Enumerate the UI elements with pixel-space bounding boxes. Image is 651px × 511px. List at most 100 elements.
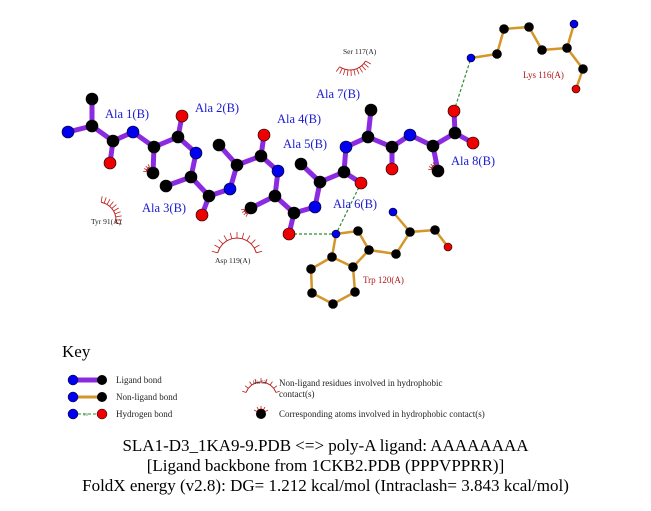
atom-C bbox=[294, 157, 308, 171]
atom-N bbox=[403, 128, 417, 142]
atom-C bbox=[146, 166, 160, 180]
atom-N bbox=[331, 229, 341, 239]
atom-C bbox=[578, 64, 588, 74]
lash bbox=[253, 409, 257, 412]
lash bbox=[100, 196, 103, 203]
atom-C bbox=[147, 140, 161, 154]
atom-O bbox=[443, 242, 453, 252]
atom-C bbox=[537, 45, 547, 55]
atom-C bbox=[171, 130, 185, 144]
atom-N bbox=[339, 140, 353, 154]
atom-C bbox=[431, 164, 445, 178]
arc bbox=[430, 164, 435, 170]
atom-C bbox=[159, 179, 173, 193]
key-ligand-bond: Ligand bond bbox=[116, 375, 162, 385]
lash bbox=[218, 239, 224, 245]
residue-label-ala4: Ala 4(B) bbox=[277, 112, 321, 126]
footer-line3: FoldX energy (v2.8): DG= 1.212 kcal/mol … bbox=[82, 476, 569, 495]
atom-O bbox=[175, 109, 189, 123]
residue-label-ala3: Ala 3(B) bbox=[142, 201, 186, 215]
arc bbox=[339, 60, 366, 71]
residue-label-asp119: Asp 119(A) bbox=[215, 256, 251, 265]
hydrophobic-arc-ser117 bbox=[335, 60, 371, 76]
atom-N bbox=[189, 146, 203, 160]
atom-C bbox=[499, 24, 509, 34]
atom-C bbox=[353, 226, 363, 236]
atom-C bbox=[492, 49, 502, 59]
residue-label-ala1: Ala 1(B) bbox=[105, 107, 149, 121]
atom-C bbox=[364, 245, 374, 255]
arc bbox=[245, 381, 277, 393]
atom-C bbox=[85, 92, 99, 106]
lash bbox=[241, 232, 245, 239]
atom-C bbox=[230, 158, 244, 172]
residue-label-ala5: Ala 5(B) bbox=[283, 137, 327, 151]
atom-C bbox=[212, 138, 226, 152]
footer: SLA1-D3_1KA9-9.PDB <=> poly-A ligand: AA… bbox=[0, 436, 651, 496]
residue-label-ser117: Ser 117(A) bbox=[343, 47, 377, 56]
lash bbox=[335, 66, 341, 72]
lash bbox=[254, 378, 257, 383]
arc bbox=[145, 166, 150, 172]
lash bbox=[246, 235, 251, 241]
hydrophobic-arc-tyr91 bbox=[100, 196, 122, 225]
key-hydrogen-bond: Hydrogen bond bbox=[116, 409, 173, 419]
atom-C bbox=[364, 103, 378, 117]
key-corresponding-atoms: Corresponding atoms involved in hydropho… bbox=[279, 409, 485, 419]
lash bbox=[265, 378, 268, 383]
key-hydrophobic-arc bbox=[242, 378, 280, 393]
residue-label-tyr91: Tyr 91(A) bbox=[91, 217, 122, 226]
atom-C bbox=[405, 227, 415, 237]
lash bbox=[113, 207, 119, 212]
key-title: Key bbox=[62, 342, 91, 361]
atom-C bbox=[313, 175, 327, 189]
lash bbox=[359, 67, 363, 73]
atom-C bbox=[327, 252, 337, 262]
residue-label-ala7: Ala 7(B) bbox=[316, 87, 360, 101]
lash bbox=[214, 244, 220, 249]
atom-N bbox=[466, 53, 476, 63]
atom-C bbox=[448, 126, 462, 140]
arc bbox=[217, 237, 257, 254]
atom-N bbox=[388, 207, 398, 217]
lash bbox=[343, 69, 346, 76]
hydrophobic-arc-asp119 bbox=[211, 232, 263, 254]
residue-label-ala2: Ala 2(B) bbox=[195, 101, 239, 115]
lash bbox=[356, 68, 360, 75]
atom-C bbox=[85, 119, 99, 133]
arc bbox=[243, 209, 248, 215]
hydrophobic-atom-mark bbox=[143, 164, 150, 173]
lash bbox=[106, 199, 111, 205]
footer-line1: SLA1-D3_1KA9-9.PDB <=> poly-A ligand: AA… bbox=[122, 436, 529, 455]
hydrogen-bond bbox=[335, 182, 362, 235]
footer-line2: [Ligand backbone from 1CKB2.PDB (PPPVPPR… bbox=[146, 456, 505, 475]
atom-N bbox=[223, 182, 237, 196]
atom-C bbox=[524, 22, 534, 32]
lash bbox=[265, 409, 269, 412]
lash bbox=[365, 60, 371, 65]
key-nonligand-hydrophobic: Non-ligand residues involved in hydropho… bbox=[279, 378, 443, 399]
atom-C bbox=[361, 130, 375, 144]
atom-C bbox=[391, 249, 401, 259]
lash bbox=[250, 239, 256, 245]
atom-C bbox=[328, 299, 338, 309]
key-hbond-length: 3.0 bbox=[83, 412, 88, 417]
lash bbox=[269, 381, 273, 386]
atom-C bbox=[385, 140, 399, 154]
atom-O bbox=[282, 227, 296, 241]
lash bbox=[241, 208, 245, 211]
atom-C bbox=[348, 262, 358, 272]
residue-label-trp120: Trp 120(A) bbox=[363, 275, 404, 285]
atom-O bbox=[354, 176, 368, 190]
lash bbox=[244, 385, 249, 389]
lash bbox=[223, 235, 228, 241]
lash bbox=[245, 213, 248, 217]
hydrophobic-atom-mark bbox=[428, 162, 435, 171]
lash bbox=[432, 162, 435, 166]
atom-C bbox=[184, 170, 198, 184]
arc bbox=[100, 201, 117, 224]
lash bbox=[114, 211, 121, 215]
lash bbox=[273, 385, 278, 389]
atom-C bbox=[287, 206, 301, 220]
